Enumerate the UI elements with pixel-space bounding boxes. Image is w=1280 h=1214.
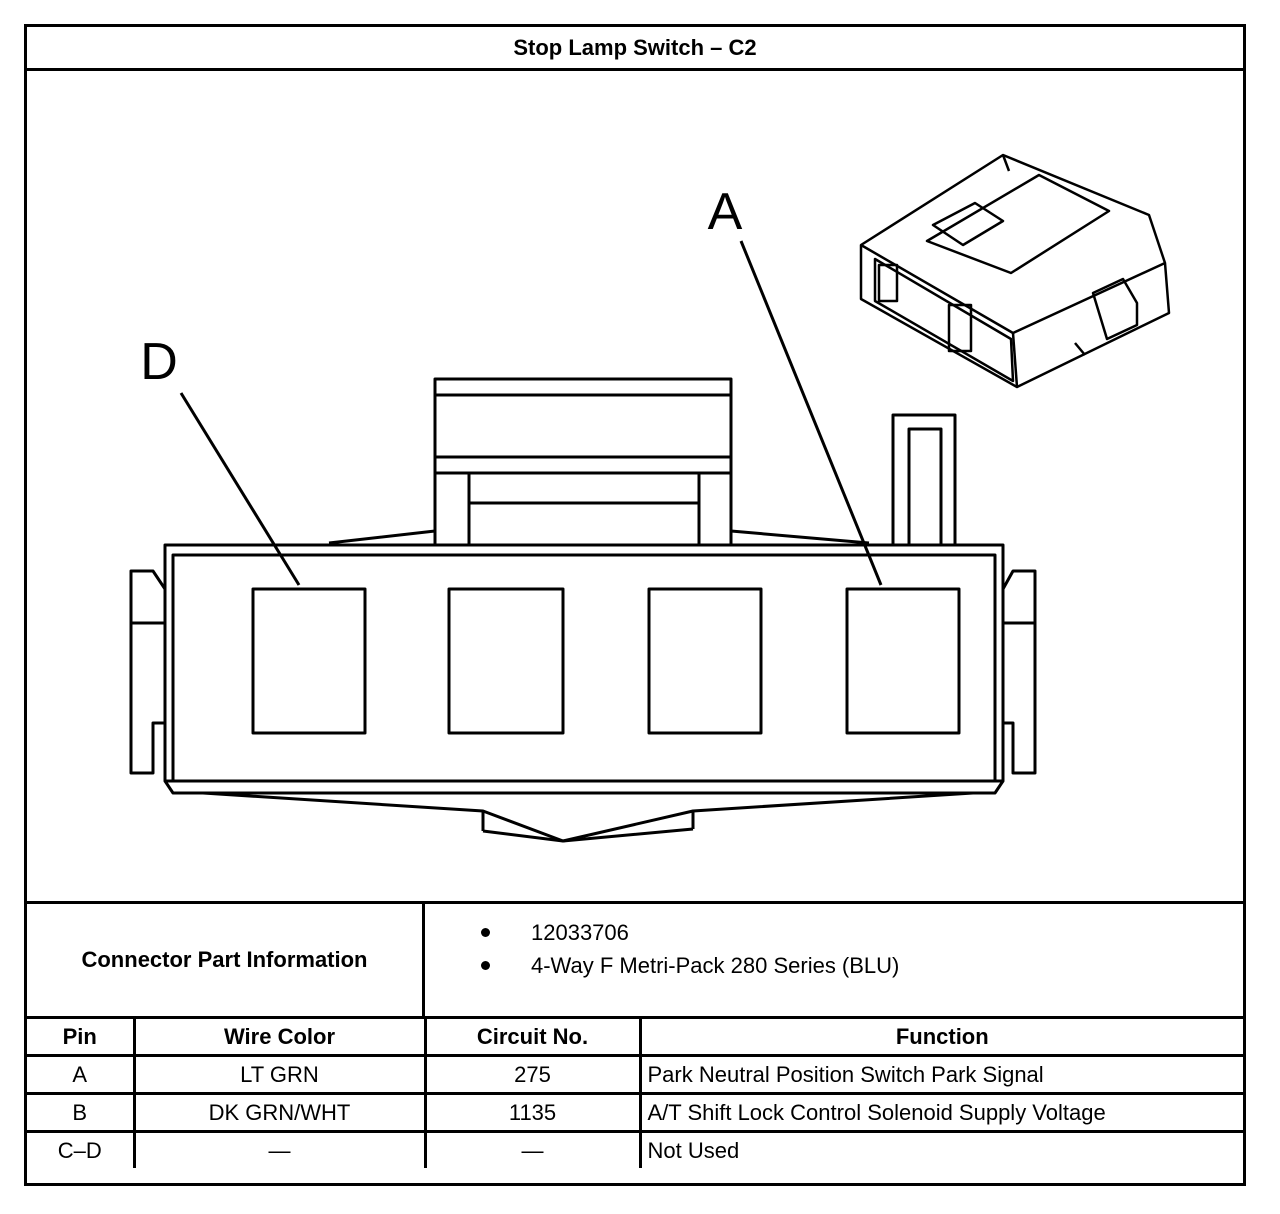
connector-part-info-label: Connector Part Information [27,904,425,1016]
table-header-row: Pin Wire Color Circuit No. Function [27,1019,1243,1057]
table-row: A LT GRN 275 Park Neutral Position Switc… [27,1054,1243,1095]
key-post [891,413,957,545]
function-cell: Not Used [638,1130,1243,1168]
wire-color-cell: — [132,1130,427,1168]
cavity-b [647,587,763,735]
cavity-c [447,587,565,735]
wire-color-cell: LT GRN [132,1054,427,1095]
pin-cell: C–D [27,1130,136,1168]
header-circuit-no: Circuit No. [423,1019,642,1057]
callout-d-leader [179,392,301,586]
connector-part-info: Connector Part Information 12033706 4-Wa… [27,901,1243,1019]
connector-figure: D A [27,71,1243,901]
part-description: 4-Way F Metri-Pack 280 Series (BLU) [481,949,1243,982]
part-number: 12033706 [481,916,1243,949]
table-row: C–D — — Not Used [27,1130,1243,1168]
connector-part-list: 12033706 4-Way F Metri-Pack 280 Series (… [425,904,1243,1016]
header-function: Function [638,1019,1243,1057]
connector-isometric-thumbnail [859,153,1171,389]
table-row: B DK GRN/WHT 1135 A/T Shift Lock Control… [27,1092,1243,1133]
circuit-cell: 275 [423,1054,642,1095]
circuit-cell: — [423,1130,642,1168]
page-title: Stop Lamp Switch – C2 [27,27,1243,71]
pin-cell: A [27,1054,136,1095]
connector-sheet: Stop Lamp Switch – C2 [24,24,1246,1186]
wire-color-cell: DK GRN/WHT [132,1092,427,1133]
cavity-d [251,587,367,735]
connector-diagram: D A [129,153,1171,843]
pin-cell: B [27,1092,136,1133]
locking-tab [328,377,870,547]
callout-a-leader [739,240,883,586]
callout-a-label: A [708,183,743,241]
header-wire-color: Wire Color [132,1019,427,1057]
function-cell: A/T Shift Lock Control Solenoid Supply V… [638,1092,1243,1133]
circuit-cell: 1135 [423,1092,642,1133]
header-pin: Pin [27,1019,136,1057]
pin-table: Pin Wire Color Circuit No. Function A LT… [27,1019,1243,1168]
callout-d-label: D [140,333,178,391]
cavity-a [845,587,961,735]
function-cell: Park Neutral Position Switch Park Signal [638,1054,1243,1095]
terminal-cavities [251,587,961,735]
